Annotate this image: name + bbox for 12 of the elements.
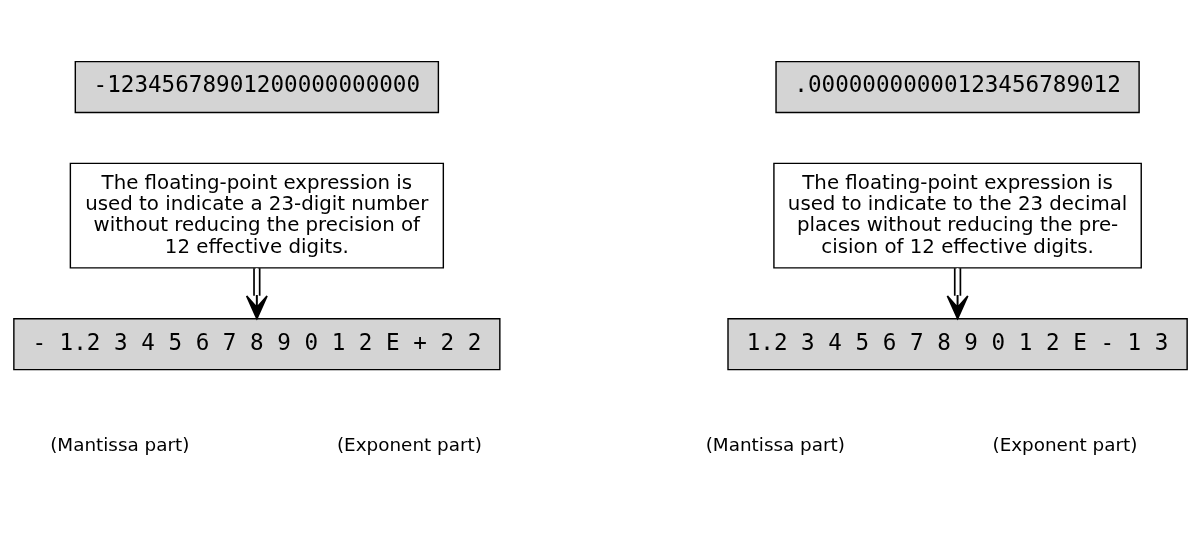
label: (Mantissa part) xyxy=(50,433,190,455)
node-box: .00000000000123456789012 xyxy=(775,60,1140,114)
label: (Exponent part) xyxy=(992,433,1138,455)
node-box: The floating-point expression is used to indicate a 23-digit number without reducing the precision of 12 effective digits. xyxy=(69,162,445,269)
node-box: The floating-point expression is used to indicate to the 23 decimal places without reducing the pre- cision of 12 effective digits. xyxy=(773,162,1142,269)
node-box: -12345678901200000000000 xyxy=(74,60,440,114)
node-box: 1.2 3 4 5 6 7 8 9 0 1 2 E - 1 3 xyxy=(727,318,1188,371)
arrow xyxy=(245,267,268,320)
arrow xyxy=(946,267,969,320)
node-box: - 1.2 3 4 5 6 7 8 9 0 1 2 E + 2 2 xyxy=(13,318,501,371)
label: (Mantissa part) xyxy=(705,433,845,455)
label: (Exponent part) xyxy=(336,433,482,455)
